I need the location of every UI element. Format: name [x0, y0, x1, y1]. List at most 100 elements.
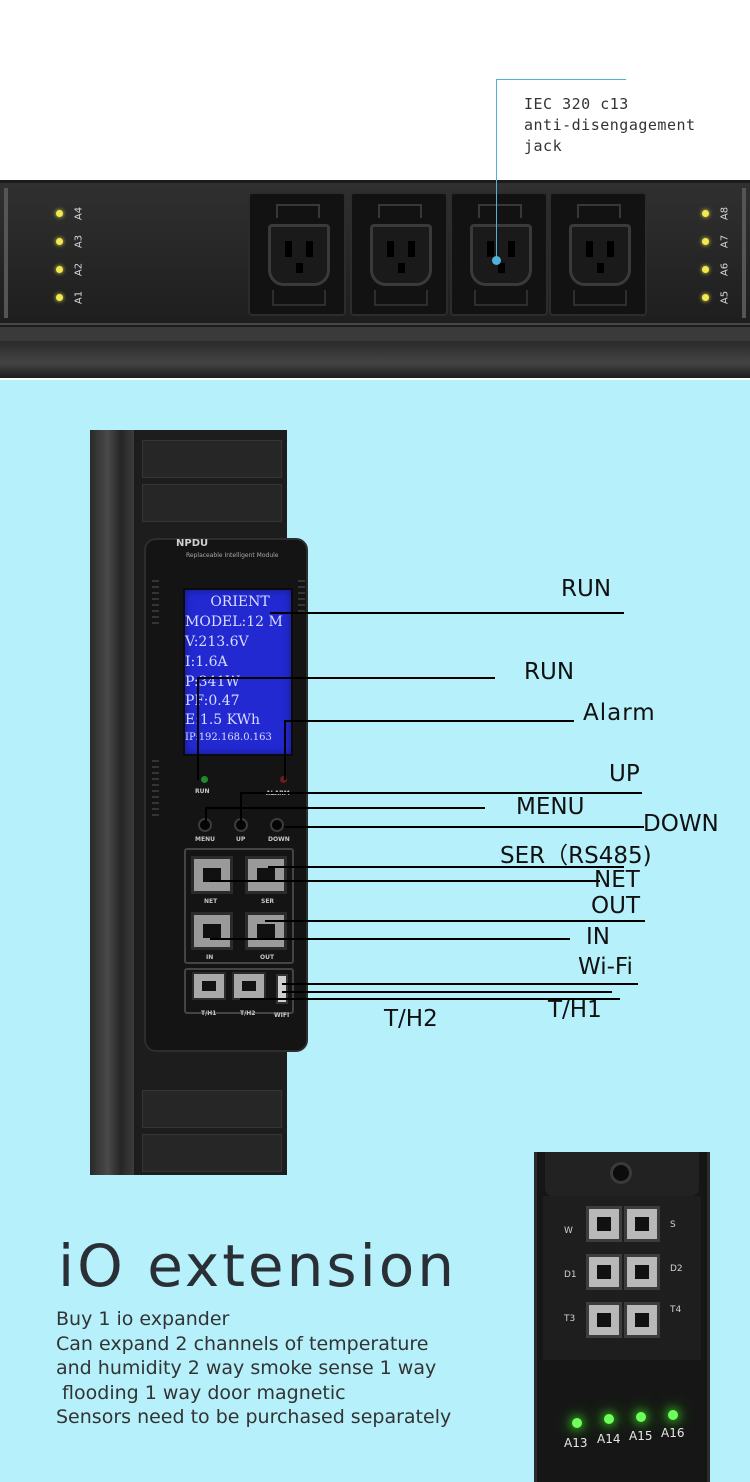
led-label: A8 — [719, 206, 731, 220]
wifi-port[interactable] — [276, 974, 288, 1004]
pdu-edge-left — [4, 188, 8, 318]
io-description: Buy 1 io expander Can expand 2 channels … — [56, 1307, 496, 1430]
module-vents-right — [298, 580, 305, 616]
io-port-panel — [543, 1196, 701, 1360]
leader-line-in — [210, 938, 570, 940]
c13-outlet — [450, 192, 548, 316]
label-net: NET — [594, 867, 640, 893]
io-led — [604, 1414, 614, 1424]
in-port[interactable] — [191, 912, 233, 950]
leader-line-menu — [205, 807, 207, 822]
net-port[interactable] — [191, 856, 233, 894]
ser-port-label: SER — [261, 898, 275, 905]
io-port-t4[interactable] — [624, 1302, 660, 1338]
callout-line-3: jack — [524, 137, 563, 155]
pdu-edge-right — [742, 188, 746, 318]
pole-slot — [142, 440, 282, 478]
leader-line-run-mid — [197, 677, 495, 679]
down-button[interactable] — [270, 818, 284, 832]
callout-line-2: anti-disengagement — [524, 116, 696, 134]
c13-outlet — [350, 192, 448, 316]
run-led — [201, 776, 208, 783]
label-alarm: Alarm — [583, 700, 656, 726]
io-port-w[interactable] — [586, 1206, 622, 1242]
io-led-label: A14 — [597, 1432, 621, 1446]
io-port-label: S — [670, 1220, 676, 1230]
module-vents-left — [152, 760, 159, 820]
io-desc-line: Sensors need to be purchased separately — [56, 1406, 452, 1429]
io-port-label: D1 — [564, 1270, 577, 1280]
alarm-led — [280, 776, 287, 783]
port-panel — [184, 848, 294, 964]
label-th2: T/H2 — [384, 1006, 438, 1032]
led-indicator — [56, 293, 63, 301]
pdu-rail — [0, 327, 750, 341]
led-indicator — [702, 209, 709, 217]
led-label: A4 — [73, 206, 85, 220]
label-wifi: Wi-Fi — [578, 954, 633, 980]
io-desc-line: Can expand 2 channels of temperature — [56, 1332, 429, 1355]
io-port-d1[interactable] — [586, 1254, 622, 1290]
label-th1: T/H1 — [548, 997, 602, 1023]
leader-line-run-top — [270, 612, 624, 614]
io-led — [668, 1410, 678, 1420]
io-port-t3[interactable] — [586, 1302, 622, 1338]
out-port-label: OUT — [260, 954, 275, 961]
run-led-label: RUN — [195, 788, 210, 795]
pdu-rail-lower — [0, 341, 750, 378]
leader-line-alarm — [284, 720, 574, 722]
menu-button-label: MENU — [195, 836, 215, 843]
lcd-line: I:1.6A — [185, 654, 228, 670]
screw-icon — [610, 1162, 632, 1184]
io-port-s[interactable] — [624, 1206, 660, 1242]
led-column-right: A8 A7 A6 A5 — [702, 205, 733, 305]
th1-port[interactable] — [192, 972, 226, 1000]
leader-line-wifi — [282, 983, 638, 985]
module-vents-left — [152, 580, 159, 628]
th2-port[interactable] — [232, 972, 266, 1000]
callout-line — [496, 79, 497, 259]
iec-callout-text: IEC 320 c13 anti-disengagement jack — [524, 94, 744, 157]
io-port-d2[interactable] — [624, 1254, 660, 1290]
io-desc-line: flooding 1 way door magnetic — [56, 1381, 346, 1404]
th2-port-label: T/H2 — [240, 1010, 256, 1017]
led-indicator — [56, 265, 63, 273]
down-button-label: DOWN — [268, 836, 290, 843]
lcd-line: IP:192.168.0.163 — [185, 732, 272, 743]
io-port-label: D2 — [670, 1264, 683, 1274]
io-led — [636, 1412, 646, 1422]
leader-line-alarm — [284, 720, 286, 780]
io-led-label: A13 — [564, 1436, 588, 1450]
led-label: A1 — [73, 290, 85, 304]
io-led-label: A16 — [661, 1426, 685, 1440]
up-button-label: UP — [236, 836, 246, 843]
led-label: A3 — [73, 234, 85, 248]
leader-line-run-mid — [197, 677, 199, 780]
module-brand: NPDU — [176, 538, 209, 549]
callout-line — [496, 79, 626, 80]
th1-port-label: T/H1 — [201, 1010, 217, 1017]
led-label: A5 — [719, 290, 731, 304]
led-label: A6 — [719, 262, 731, 276]
pole-slot — [142, 1090, 282, 1128]
label-run-top: RUN — [561, 576, 612, 602]
label-in: IN — [586, 924, 610, 950]
leader-line-th2 — [240, 998, 620, 1000]
callout-line-1: IEC 320 c13 — [524, 95, 629, 113]
leader-line-ser — [268, 866, 624, 868]
ser-port[interactable] — [245, 856, 287, 894]
io-port-label: W — [564, 1226, 573, 1236]
leader-line-menu — [205, 807, 485, 809]
led-label: A2 — [73, 262, 85, 276]
leader-line-up — [240, 792, 642, 794]
label-up: UP — [609, 761, 640, 787]
callout-dot — [492, 256, 501, 265]
pdu-pole-rail — [90, 430, 134, 1175]
led-indicator — [702, 293, 709, 301]
io-led — [572, 1418, 582, 1428]
io-led-label: A15 — [629, 1429, 653, 1443]
wifi-port-label: WIFI — [274, 1012, 290, 1019]
led-indicator — [56, 209, 63, 217]
label-run-mid: RUN — [524, 659, 575, 685]
out-port[interactable] — [245, 912, 287, 950]
